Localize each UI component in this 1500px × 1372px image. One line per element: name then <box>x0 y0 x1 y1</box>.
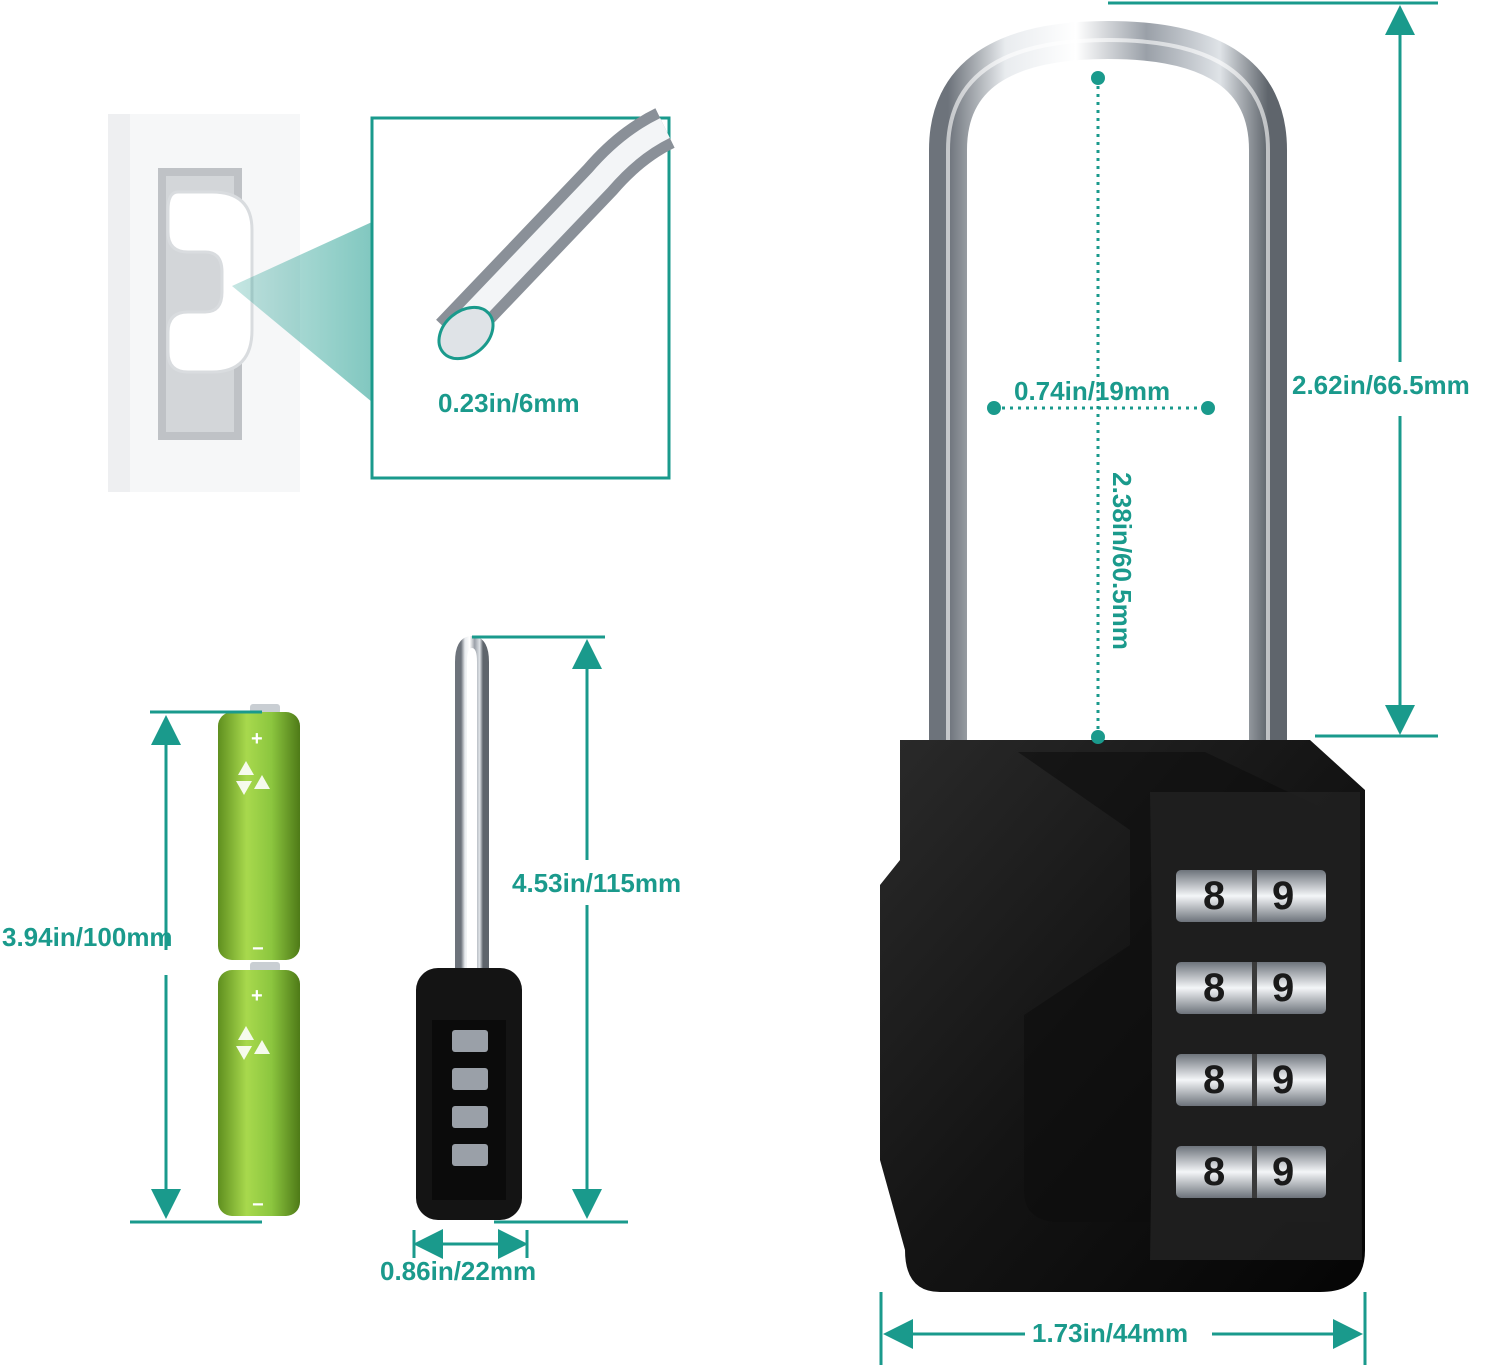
shackle-zoom-box <box>370 108 676 480</box>
battery-top <box>218 704 300 960</box>
shackle-diameter-label: 0.23in/6mm <box>438 388 580 418</box>
dimension-lines <box>130 1 1438 1365</box>
dial-right-digit: 9 <box>1272 1150 1295 1194</box>
latch-scene <box>108 114 372 492</box>
small-lock-side <box>416 635 522 1220</box>
battery-bottom <box>218 962 300 1216</box>
dial-left-digit: 8 <box>1203 874 1226 918</box>
small-lock-height-label: 4.53in/115mm <box>512 868 682 898</box>
lock-body-width-label: 1.73in/44mm <box>1032 1318 1189 1348</box>
inner-shackle-height-label: 2.38in/60.5mm <box>1107 472 1137 650</box>
battery-minus-mark: − <box>252 938 264 960</box>
recycle-icon <box>236 761 270 795</box>
shackle-inner-width-label: 0.74in/19mm <box>1014 376 1171 406</box>
dimension-dots <box>987 71 1215 744</box>
battery-minus-mark: − <box>252 1194 264 1216</box>
dial-right-digit: 9 <box>1272 1058 1295 1102</box>
battery-plus-mark: + <box>251 985 263 1007</box>
battery-plus-mark: + <box>251 728 263 750</box>
dial-left-digit: 8 <box>1203 966 1226 1010</box>
dial-left-digit: 8 <box>1203 1150 1226 1194</box>
battery-height-label: 3.94in/100mm <box>2 922 173 952</box>
dial-right-digit: 9 <box>1272 966 1295 1010</box>
combination-dials <box>1176 870 1326 1198</box>
dial-right-digit: 9 <box>1272 874 1295 918</box>
small-lock-width-label: 0.86in/22mm <box>380 1256 537 1286</box>
zoom-beam <box>232 222 372 402</box>
dial-left-digit: 8 <box>1203 1058 1226 1102</box>
total-shackle-height-label: 2.62in/66.5mm <box>1292 370 1470 400</box>
padlock-large <box>880 20 1365 1292</box>
recycle-icon <box>236 1026 270 1060</box>
shackle-tip-ring <box>437 305 495 361</box>
